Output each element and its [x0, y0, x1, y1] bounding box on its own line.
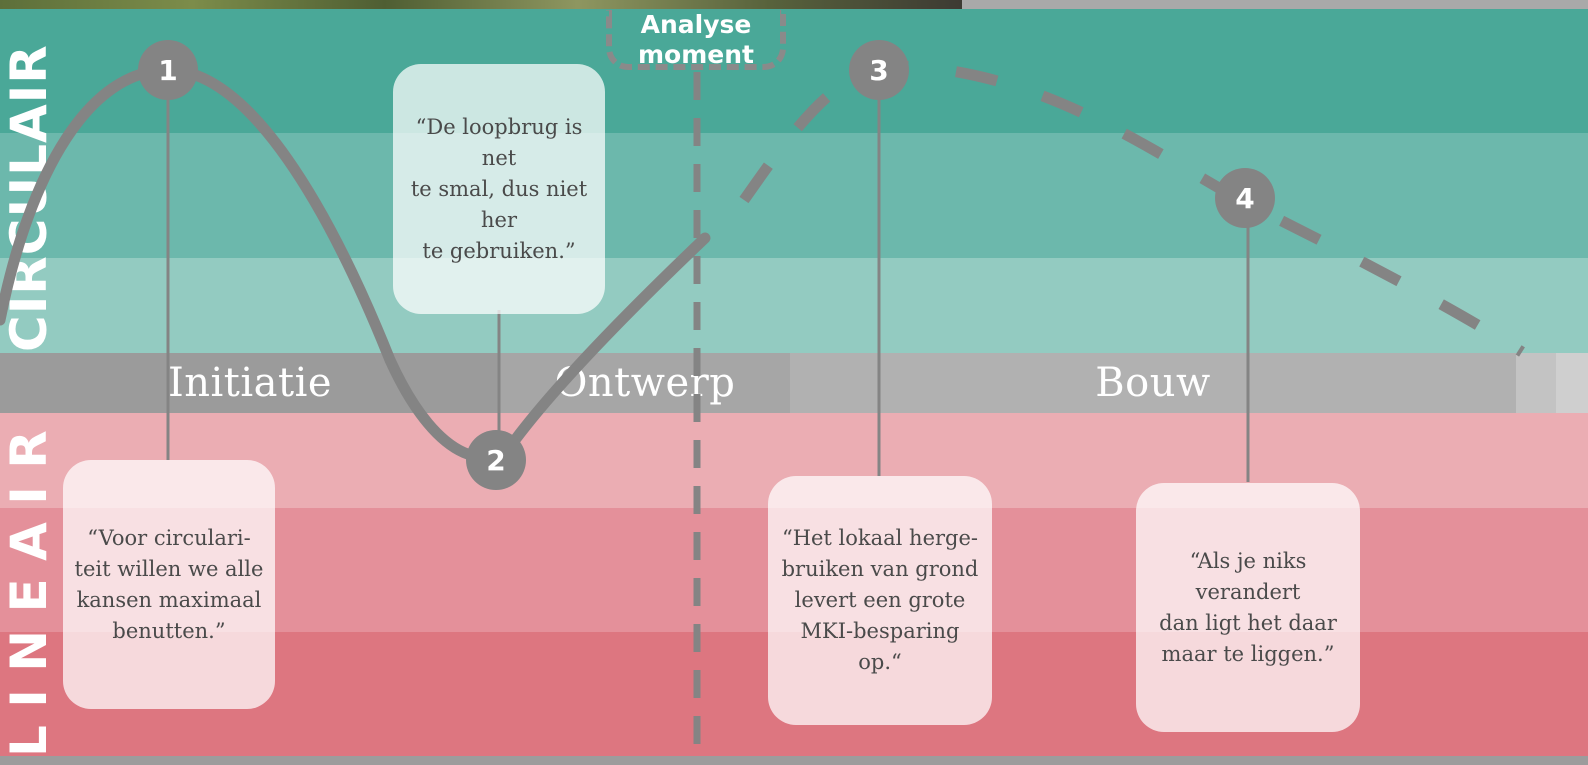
circular-band-low: [0, 258, 1588, 353]
quote-text-4: “Als je niks verandert dan ligt het daar…: [1159, 548, 1337, 666]
phase-extra-2: [1556, 353, 1588, 413]
analyse-line-2: moment: [638, 40, 754, 69]
svg-text:1: 1: [158, 54, 177, 87]
quote-box-4: “Als je niks verandert dan ligt het daar…: [1136, 483, 1360, 732]
top-gray-strip: [962, 0, 1588, 9]
svg-text:4: 4: [1235, 182, 1254, 215]
svg-text:3: 3: [869, 54, 888, 87]
quote-box-3: “Het lokaal herge- bruiken van grond lev…: [768, 476, 992, 725]
analyse-moment-label: Analyse moment: [606, 10, 786, 70]
quote-text-3: “Het lokaal herge- bruiken van grond lev…: [781, 526, 979, 674]
marker-2: 2: [466, 430, 526, 490]
solid-curve: [0, 64, 711, 463]
quote-box-2: “De loopbrug is net te smal, dus niet he…: [393, 64, 605, 314]
quote-text-2: “De loopbrug is net te smal, dus niet he…: [410, 114, 588, 263]
circular-band-top: [0, 9, 1588, 133]
dashed-curve: [739, 60, 1525, 357]
marker-3: 3: [849, 40, 909, 100]
phase-bouw-label: Bouw: [1095, 360, 1211, 406]
quote-box-1: “Voor circulari- teit willen we alle kan…: [63, 460, 275, 709]
marker-4: 4: [1215, 168, 1275, 228]
phase-ontwerp-label: Ontwerp: [554, 360, 736, 406]
photo-strip: [0, 0, 962, 9]
analyse-line-1: Analyse: [640, 10, 752, 39]
bottom-strip: [0, 756, 1588, 765]
circular-band-middle: [0, 133, 1588, 258]
phase-bouw: Bouw: [790, 353, 1516, 413]
phase-initiatie-label: Initiatie: [167, 360, 333, 406]
svg-text:2: 2: [486, 444, 505, 477]
quote-text-1: “Voor circulari- teit willen we alle kan…: [74, 525, 264, 643]
marker-1: 1: [138, 40, 198, 100]
phase-extra-1: [1516, 353, 1556, 413]
